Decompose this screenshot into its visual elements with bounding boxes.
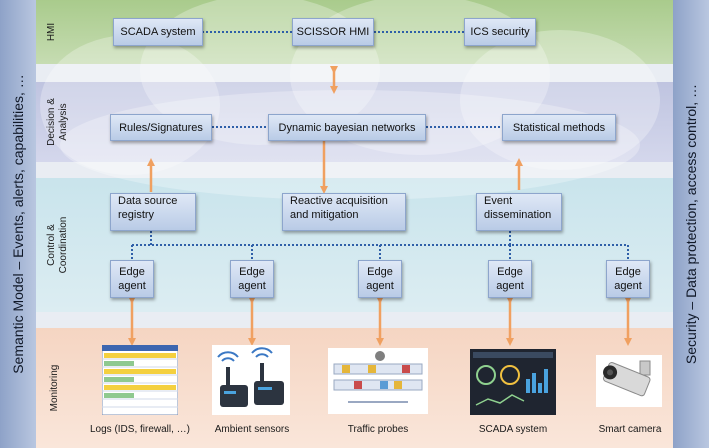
- reactive-line1: Reactive acquisition: [290, 195, 388, 207]
- probes-caption: Traffic probes: [347, 424, 409, 435]
- edge-agent-line1: Edge: [367, 266, 393, 278]
- traffic-probes-icon: [328, 348, 428, 414]
- edge-agent-line2: agent: [614, 280, 642, 292]
- edge-agent-line1: Edge: [497, 266, 523, 278]
- event-line2: dissemination: [484, 209, 552, 221]
- scada-dashboard-icon: [470, 349, 556, 415]
- edge-agent-probes[interactable]: Edge agent: [358, 260, 402, 298]
- security-sidebar: Security – Data protection, access contr…: [673, 0, 709, 448]
- event-line1: Event: [484, 195, 513, 207]
- edge-agent-line2: agent: [496, 280, 524, 292]
- edge-agent-line1: Edge: [239, 266, 265, 278]
- logs-caption: Logs (IDS, firewall, …): [89, 424, 191, 435]
- scada-caption: SCADA system: [478, 424, 548, 435]
- dotted-links: [131, 31, 629, 260]
- ambient-sensors-icon: [212, 345, 290, 415]
- edge-agent-line1: Edge: [615, 266, 641, 278]
- registry-line2: registry: [118, 209, 155, 221]
- reactive-line2: and mitigation: [290, 209, 359, 221]
- semantic-model-sidebar: Semantic Model – Events, alerts, capabil…: [0, 0, 36, 448]
- layer-gap: [36, 162, 673, 178]
- rules-signatures-box[interactable]: Rules/Signatures: [110, 114, 212, 141]
- edge-agent-scada[interactable]: Edge agent: [488, 260, 532, 298]
- edge-agent-line2: agent: [366, 280, 394, 292]
- smart-camera-icon: [596, 355, 662, 407]
- layer-gap: [36, 64, 673, 82]
- scissor-hmi-box[interactable]: SCISSOR HMI: [292, 18, 374, 46]
- orange-arrows: [128, 66, 632, 346]
- logs-spreadsheet-icon: [102, 345, 178, 415]
- edge-agent-logs[interactable]: Edge agent: [110, 260, 154, 298]
- data-source-registry-box[interactable]: Data source registry: [110, 193, 196, 231]
- hmi-scada-box[interactable]: SCADA system: [113, 18, 203, 46]
- reactive-acquisition-box[interactable]: Reactive acquisition and mitigation: [282, 193, 406, 231]
- bayesian-networks-box[interactable]: Dynamic bayesian networks: [268, 114, 426, 141]
- registry-line1: Data source: [118, 195, 178, 207]
- statistical-methods-box[interactable]: Statistical methods: [502, 114, 616, 141]
- ics-security-box[interactable]: ICS security: [464, 18, 536, 46]
- edge-agent-line2: agent: [238, 280, 266, 292]
- sensors-caption: Ambient sensors: [214, 424, 290, 435]
- edge-agent-sensors[interactable]: Edge agent: [230, 260, 274, 298]
- camera-caption: Smart camera: [598, 424, 662, 435]
- edge-agent-camera[interactable]: Edge agent: [606, 260, 650, 298]
- edge-agent-line2: agent: [118, 280, 146, 292]
- event-dissemination-box[interactable]: Event dissemination: [476, 193, 562, 231]
- edge-agent-line1: Edge: [119, 266, 145, 278]
